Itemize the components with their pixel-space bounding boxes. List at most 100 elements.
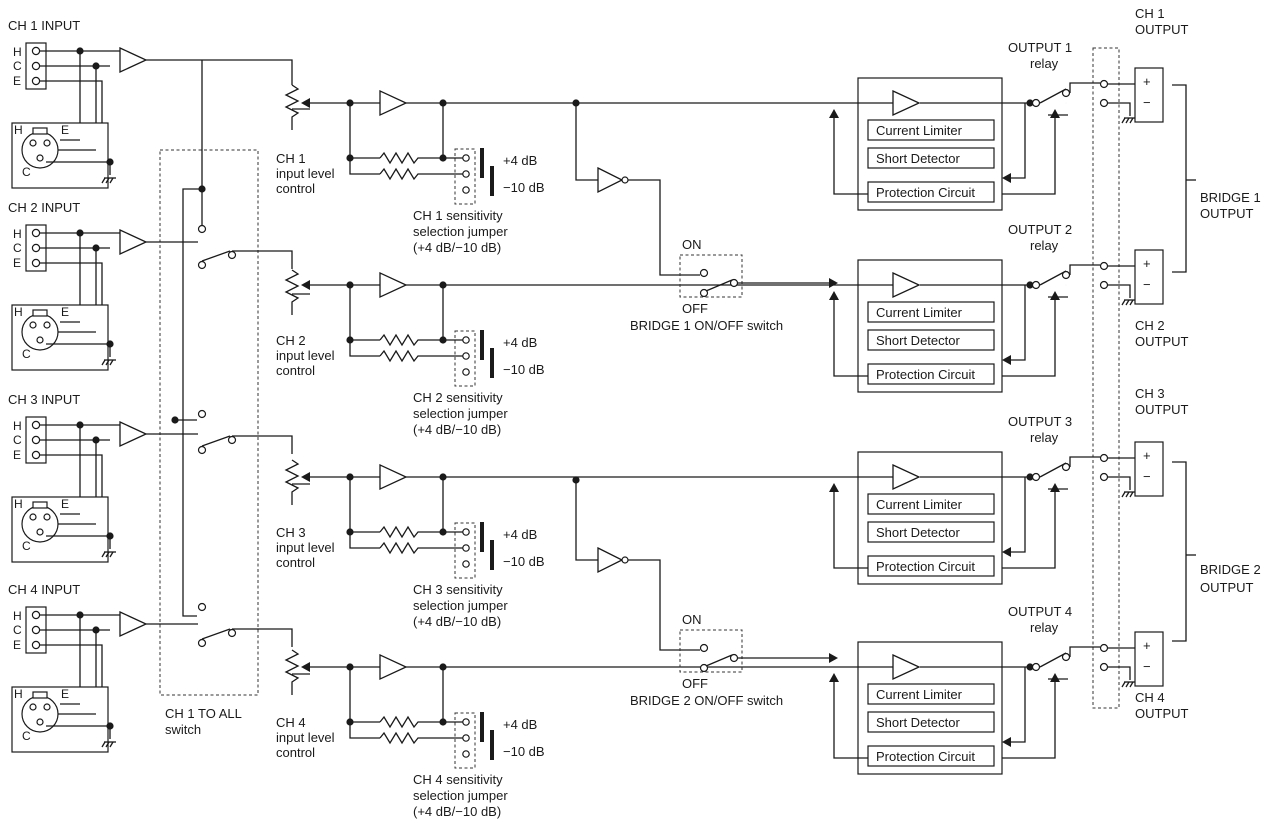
input-label: CH 2 INPUT [8,200,80,215]
relay-out [1069,646,1100,657]
bridge-switch-frame [679,629,743,673]
switch-contact [31,228,41,238]
output-minus-lead [1108,666,1131,680]
pin-label: H [13,419,22,433]
relay-label-1: OUTPUT 4 [1008,604,1072,619]
level-control-line2: control [276,363,315,378]
input-label: CH 1 INPUT [8,18,80,33]
jumper-bar-high [480,148,484,178]
protection-block [867,555,995,577]
resistor-high [379,151,463,165]
junction-dot [1026,473,1034,481]
switch-contact [699,643,709,653]
arrowhead [829,483,839,492]
switch-blade [201,250,231,262]
relay-out [1069,456,1100,467]
output-label-2: OUTPUT [1135,706,1189,721]
relay-label-1: OUTPUT 2 [1008,222,1072,237]
relay-out [1069,82,1100,93]
junction-dot [92,436,100,444]
protection-feedback [833,299,870,377]
jumper-label-1: CH 4 sensitivity [413,772,503,787]
ground-lead [102,535,111,549]
jumper-label-2: selection jumper [413,788,508,803]
junction-dot [1026,99,1034,107]
switch-contact [31,420,41,430]
output-minus-lead [1108,284,1131,298]
pin-label: H [13,609,22,623]
relay-control-line [1002,679,1056,759]
level-control-line1: input level [276,540,335,555]
current-block [867,301,995,323]
short-label: Short Detector [876,151,960,166]
sensitivity-amp [379,89,408,117]
input-level-pot [284,459,300,505]
output-minus-lead [1108,476,1131,490]
jumper-label-3: (+4 dB/−10 dB) [413,614,501,629]
relay-blade [1039,462,1067,478]
terminal-plus: + [1143,638,1151,653]
junction-dot [439,336,447,344]
bridge-on-label: ON [682,237,702,252]
pin-label: C [22,165,31,179]
relay-label-2: relay [1030,238,1059,253]
input-label: CH 4 INPUT [8,582,80,597]
bridge-tap [575,103,598,181]
terminal-minus: − [1143,277,1151,292]
pin-label: C [13,59,22,73]
arrowhead [1002,173,1011,183]
bridge-to-switch [628,179,700,276]
switch-to-pot [232,435,293,454]
jumper-bar-high [480,712,484,742]
junction-dot [1026,281,1034,289]
output-label-1: CH 1 [1135,6,1165,21]
ground-hatch [101,359,114,366]
level-control-line1: input level [276,166,335,181]
pin-label: C [13,241,22,255]
jumper-high-label: +4 dB [503,335,537,350]
switch-contact [699,663,709,673]
arrowhead [829,109,839,118]
switch-contact [462,718,470,726]
pin-label: H [13,45,22,59]
ground-hatch [1121,491,1134,498]
junction-dot [76,47,84,55]
switch-contact [31,640,41,650]
terminal-minus: − [1143,469,1151,484]
switch-contact [1099,472,1109,482]
jumper-bar-low [490,540,494,570]
switch-contact [1099,98,1109,108]
feedback-wire [349,667,380,739]
sensitivity-amp [379,653,408,681]
pin-label: E [61,687,69,701]
jumper-label-3: (+4 dB/−10 dB) [413,804,501,819]
jumper-low-label: −10 dB [503,362,545,377]
level-control-line2: control [276,181,315,196]
junction-dot [76,229,84,237]
current-label: Current Limiter [876,497,963,512]
bridge-switch-label: BRIDGE 1 ON/OFF switch [630,318,783,333]
feedback-wire [349,285,380,357]
sensitivity-amp [379,271,408,299]
switch-contact [621,176,629,184]
ground-hatch [101,551,114,558]
switch-contact [31,435,41,445]
ground-hatch [1121,681,1134,688]
jumper-label-3: (+4 dB/−10 dB) [413,240,501,255]
level-control-ch: CH 2 [276,333,306,348]
bridge-switch-blade [705,279,733,292]
switch-contact [1099,643,1109,653]
jumper-high-label: +4 dB [503,153,537,168]
terminal-plus: + [1143,448,1151,463]
output-label-2: OUTPUT [1135,22,1189,37]
switch-contact [699,268,709,278]
junction-dot [92,244,100,252]
output-label-1: CH 4 [1135,690,1165,705]
jumper-label-1: CH 2 sensitivity [413,390,503,405]
jumper-bar-low [490,730,494,760]
jumper-high-label: +4 dB [503,717,537,732]
xlr-wires [46,321,102,345]
